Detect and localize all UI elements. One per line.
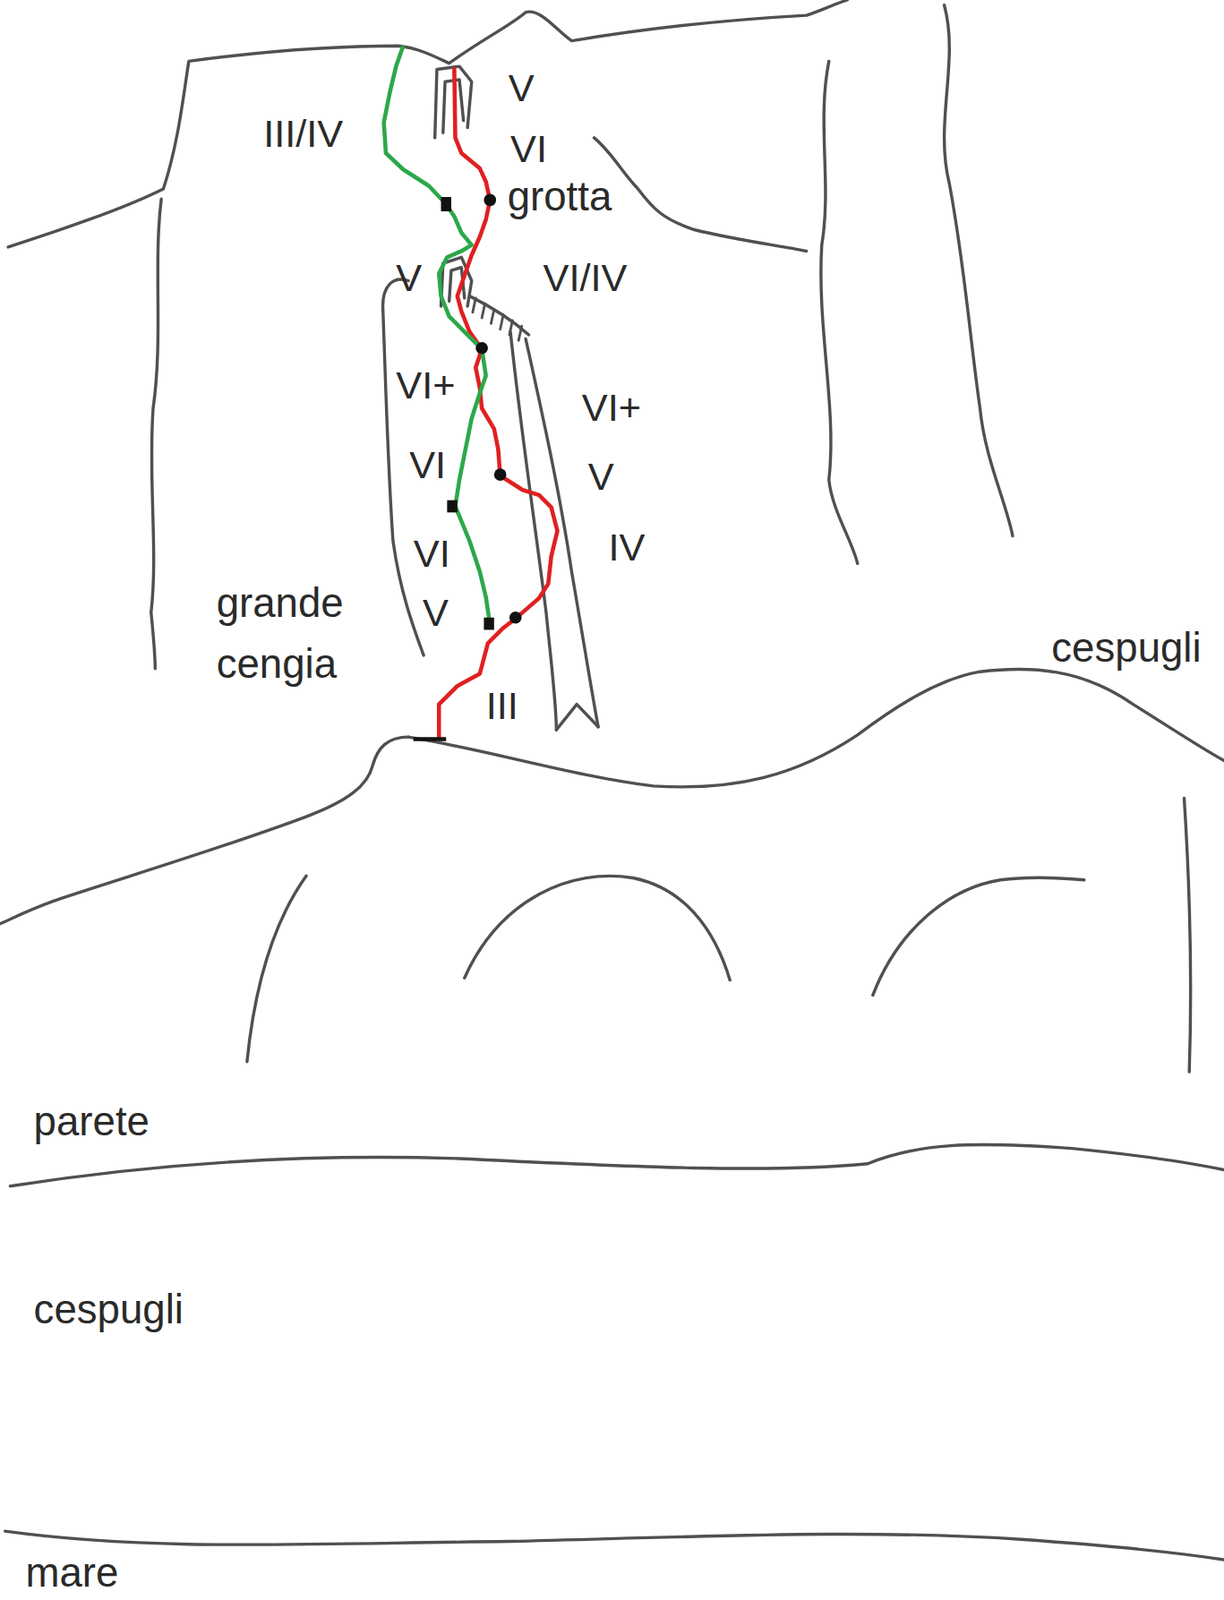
summit-ridge [8, 0, 848, 248]
grade-label: VI [510, 129, 548, 169]
grade-label: VI+ [582, 387, 642, 427]
dihedral-left [510, 332, 557, 731]
grade-label: VI [413, 533, 451, 573]
feature-label: mare [25, 1551, 120, 1593]
hatch-tick [472, 298, 476, 313]
hatch-tick [490, 308, 494, 324]
crack-far-right [944, 5, 1013, 537]
grade-label: VI [409, 445, 446, 484]
hatch-tick [500, 315, 504, 330]
hatch-tick [481, 303, 485, 318]
slope-arc-b [464, 875, 730, 980]
ground-ledge [0, 736, 409, 925]
dihedral-foot [556, 704, 599, 731]
crack-right [821, 60, 858, 564]
overhang-hatch [472, 298, 523, 341]
grade-label: IV [607, 527, 645, 566]
feature-label: grande cengia [216, 571, 386, 694]
slope-arc-c [873, 877, 1085, 995]
feature-label: parete [34, 1100, 150, 1142]
ground-right [408, 668, 1224, 788]
belay-stations [441, 194, 523, 631]
slope-line-d [1184, 798, 1191, 1073]
grade-label: III/IV [263, 114, 343, 154]
grade-label: III [486, 685, 519, 725]
feature-label: cespugli [34, 1288, 184, 1330]
parete-edge [9, 1144, 1224, 1186]
green-route [384, 45, 491, 625]
shore-line [5, 1531, 1224, 1560]
grade-label: V [395, 257, 422, 297]
hatch-tick [509, 320, 513, 335]
start-mark [413, 736, 446, 742]
slope-line-a [247, 875, 307, 1062]
crack-left [151, 198, 162, 668]
ridge-right [594, 137, 807, 252]
red-route [438, 67, 557, 739]
grade-label: VI+ [395, 365, 455, 404]
feature-label: cespugli [1051, 626, 1201, 668]
feature-label: grotta [507, 175, 613, 217]
hatch-tick [518, 325, 522, 341]
grade-label: VI/IV [543, 257, 628, 297]
grade-label: V [508, 68, 535, 107]
grade-label: V [422, 592, 449, 632]
grade-label: V [588, 457, 615, 497]
